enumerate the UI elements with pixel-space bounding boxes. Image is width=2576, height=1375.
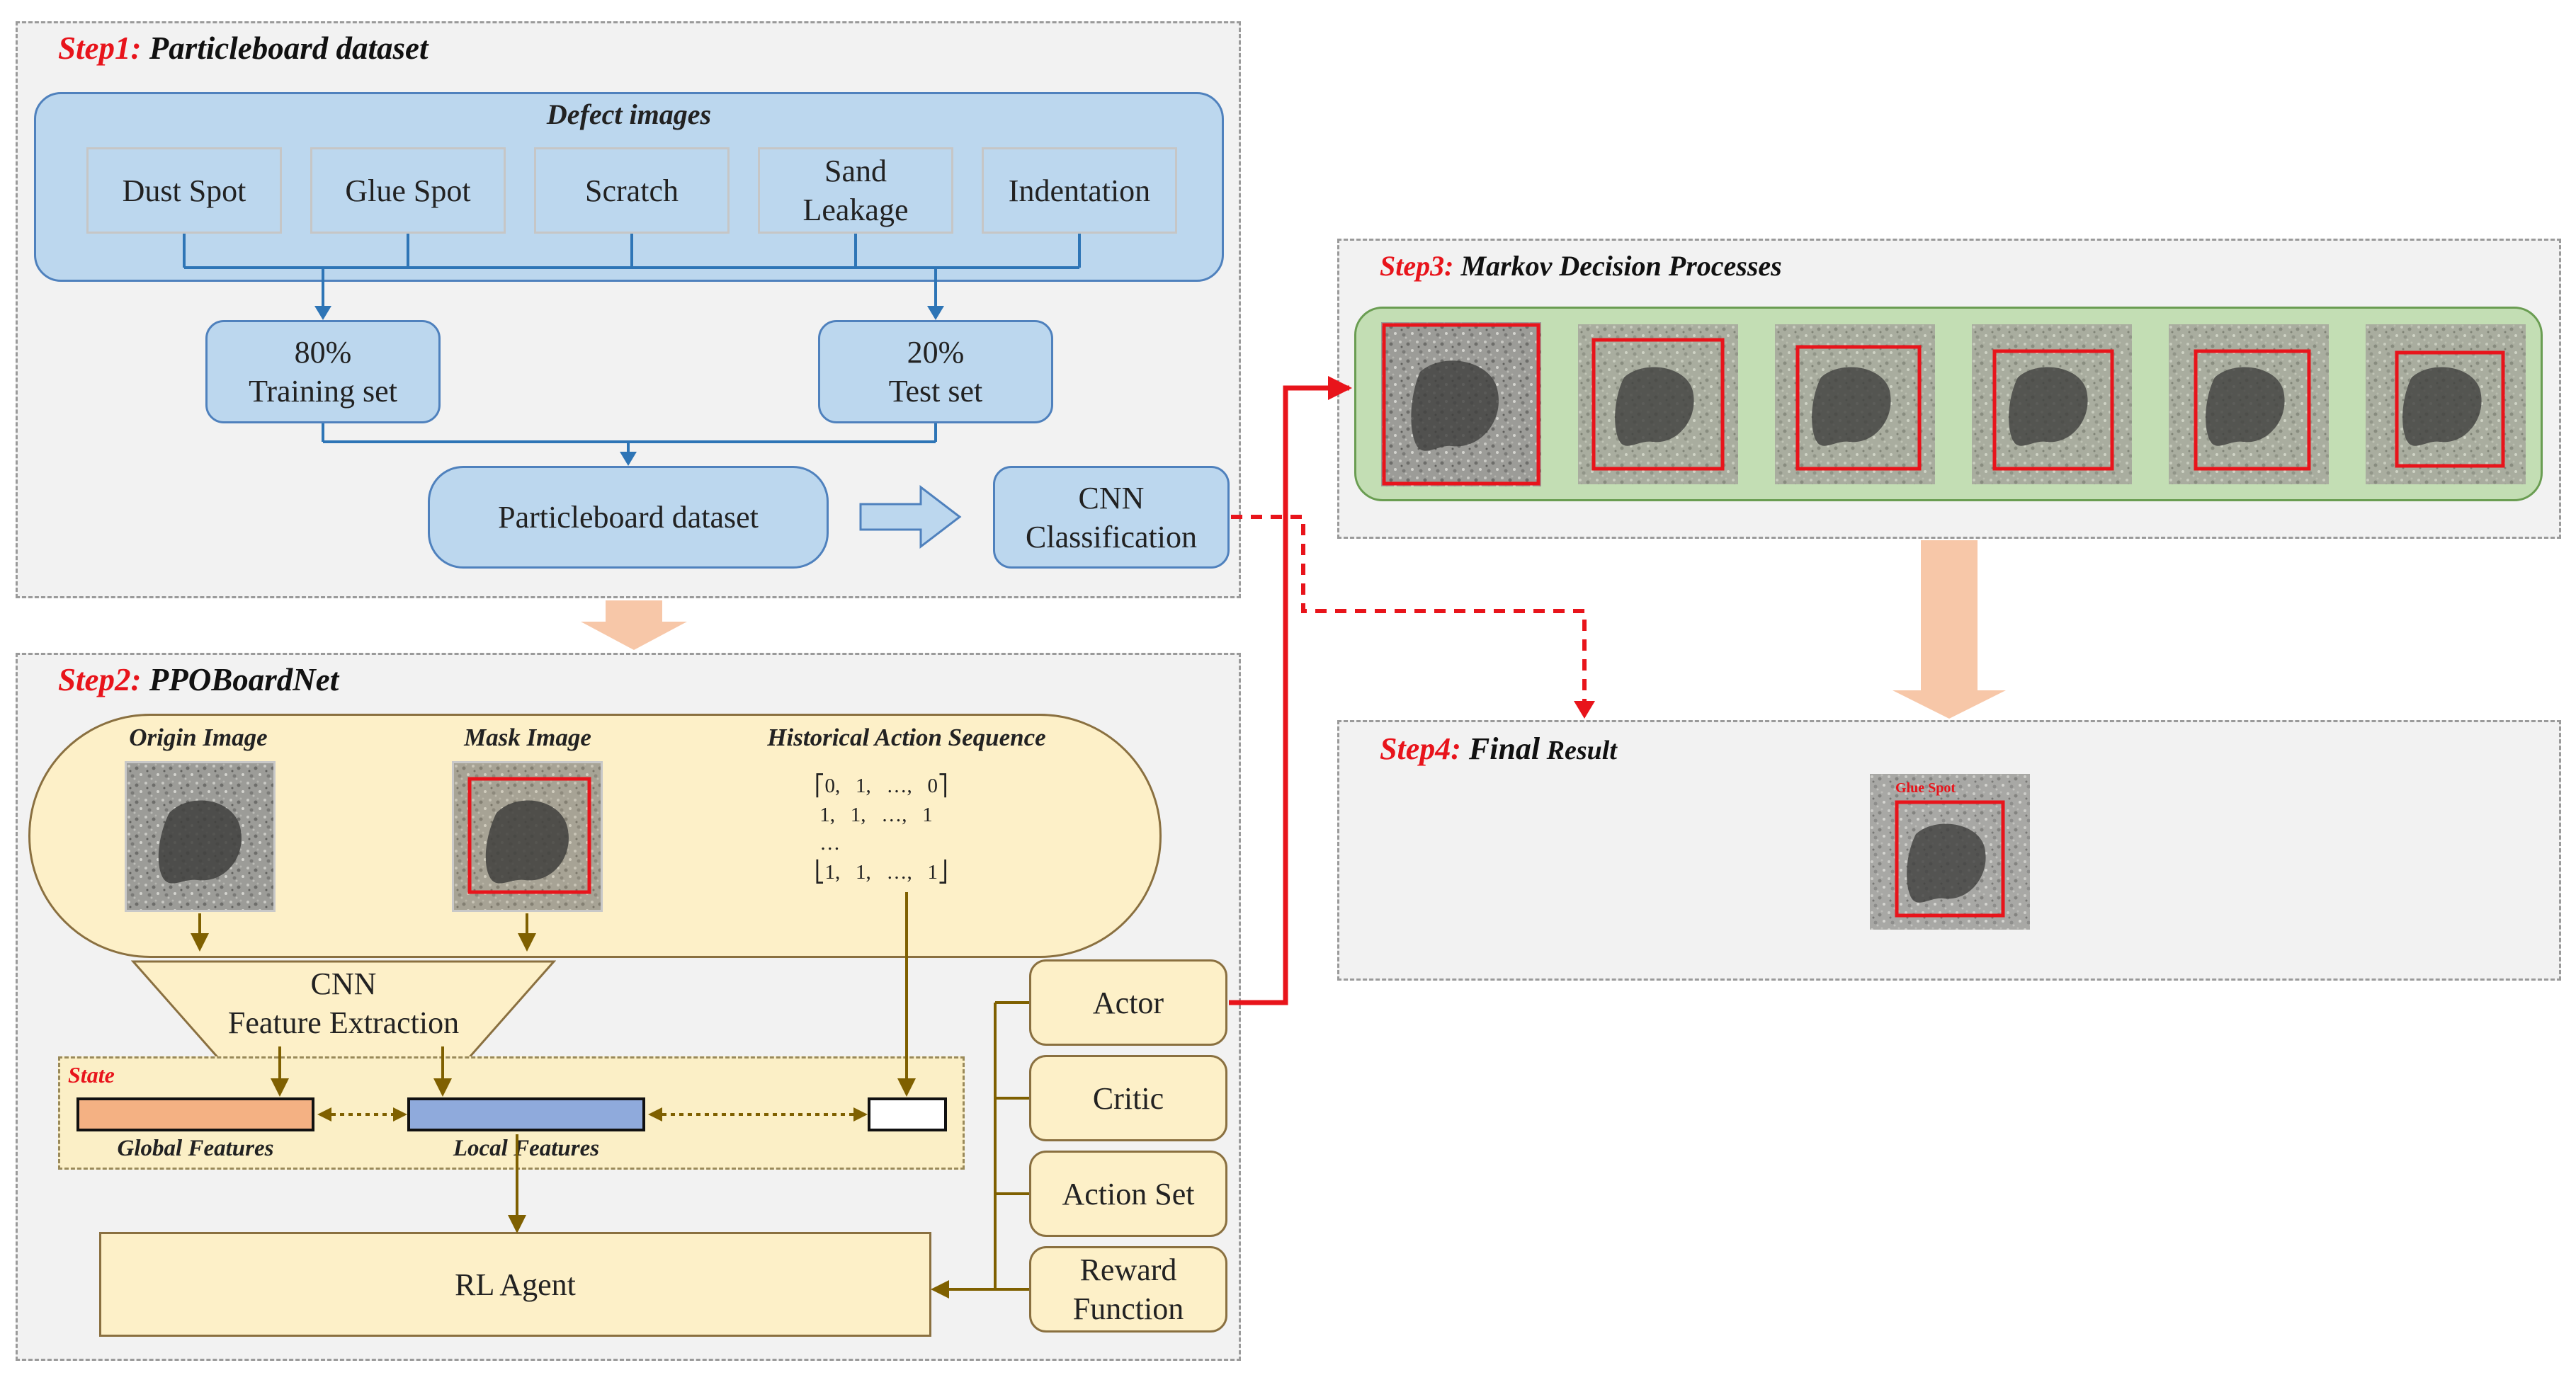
dotted-arrow-2-left [648, 1107, 662, 1122]
step2-name: PPOBoardNet [149, 662, 339, 697]
critic-box: Critic [1029, 1055, 1227, 1141]
defect-images-title: Defect images [546, 98, 712, 130]
mdp-frame-3 [1775, 324, 1935, 484]
mdp-frame-5-image [2169, 324, 2329, 484]
cnn-to-final-dotted [1231, 515, 1587, 714]
cnn-to-features-connector [271, 1046, 452, 1097]
mdp-frame-1-image [1381, 322, 1541, 486]
actor-to-mdp-arrow [1229, 376, 1352, 1005]
origin-image-label: Origin Image [129, 724, 268, 751]
particleboard-dataset-box: Particleboard dataset [428, 466, 829, 569]
step1-to-step2-arrow [581, 600, 687, 650]
dotted-arrow-1-left [317, 1107, 331, 1122]
step3-to-step4-arrow [1893, 540, 2006, 719]
step4-name-rest: Result [1540, 736, 1617, 765]
mdp-frame-3-image [1775, 324, 1935, 484]
reward-function-box: Reward Function [1029, 1246, 1227, 1333]
training-set-box: 80% Training set [205, 320, 441, 423]
mdp-frame-2-image [1578, 324, 1738, 484]
step4-title: Step4: Final Result [1380, 731, 1617, 767]
category-scratch: Scratch [534, 147, 730, 234]
action-matrix: ⎡0, 1, …, 0⎤ 1, 1, …, 1 … ⎣1, 1, …, 1⎦ [815, 775, 948, 884]
defect-categories-connector [183, 234, 1081, 310]
global-features-bar [76, 1097, 314, 1131]
test-set-box: 20% Test set [818, 320, 1053, 423]
step3-title: Step3: Markov Decision Processes [1380, 249, 1782, 283]
mdp-frame-6 [2366, 324, 2526, 484]
final-result-label: Glue Spot [1895, 780, 1956, 796]
arrow-to-dataset [620, 452, 637, 466]
origin-image [125, 761, 276, 912]
step3-label: Step3: [1380, 250, 1454, 282]
mdp-frame-4 [1972, 324, 2132, 484]
step1-title: Step1: Particleboard dataset [58, 30, 428, 67]
step2-label: Step2: [58, 662, 142, 697]
local-features-bar [407, 1097, 645, 1131]
step1-label: Step1: [58, 30, 142, 66]
images-to-cnn-connector [191, 913, 536, 952]
global-features-label: Global Features [117, 1136, 274, 1161]
cnn-classification-box: CNN Classification [993, 466, 1230, 569]
history-features-bar [868, 1097, 947, 1131]
actor-box: Actor [1029, 959, 1227, 1046]
origin-image-texture [127, 763, 273, 910]
dataset-to-cnn-arrow [859, 484, 962, 549]
mask-image [452, 761, 603, 912]
category-sand-leakage: Sand Leakage [758, 147, 953, 234]
dotted-arrow-1-right [393, 1107, 407, 1122]
step1-name: Particleboard dataset [149, 30, 429, 66]
rl-agent-box: RL Agent [99, 1232, 931, 1337]
step3-name: Markov Decision Processes [1460, 250, 1782, 282]
mdp-frame-1 [1381, 322, 1541, 486]
arrow-to-test [927, 306, 944, 320]
final-result-image [1870, 774, 2030, 930]
category-glue-spot: Glue Spot [310, 147, 506, 234]
action-set-box: Action Set [1029, 1151, 1227, 1237]
step4-label: Step4: [1380, 731, 1461, 766]
mask-image-texture [454, 763, 601, 910]
category-dust-spot: Dust Spot [86, 147, 282, 234]
historical-action-sequence-label: Historical Action Sequence [767, 724, 1046, 751]
split-merge-connector [322, 423, 937, 455]
components-to-agent-connector [931, 1001, 1029, 1299]
state-label: State [68, 1062, 115, 1088]
cnn-feature-extraction-label: CNN Feature Extraction [227, 966, 460, 1040]
arrow-to-training [314, 306, 331, 320]
final-result-texture [1870, 774, 2030, 930]
cnn-to-final-arrowhead [1574, 701, 1595, 719]
mdp-frame-4-image [1972, 324, 2132, 484]
local-features-label: Local Features [453, 1136, 600, 1161]
step2-title: Step2: PPOBoardNet [58, 661, 339, 698]
mdp-frame-2 [1578, 324, 1738, 484]
step4-name-bold: Final [1468, 731, 1541, 766]
mask-image-label: Mask Image [464, 724, 591, 751]
category-indentation: Indentation [982, 147, 1177, 234]
mdp-strip [1354, 307, 2543, 501]
mdp-frame-6-image [2366, 324, 2526, 484]
dotted-arrow-2-right [853, 1107, 868, 1122]
mdp-frame-5 [2169, 324, 2329, 484]
